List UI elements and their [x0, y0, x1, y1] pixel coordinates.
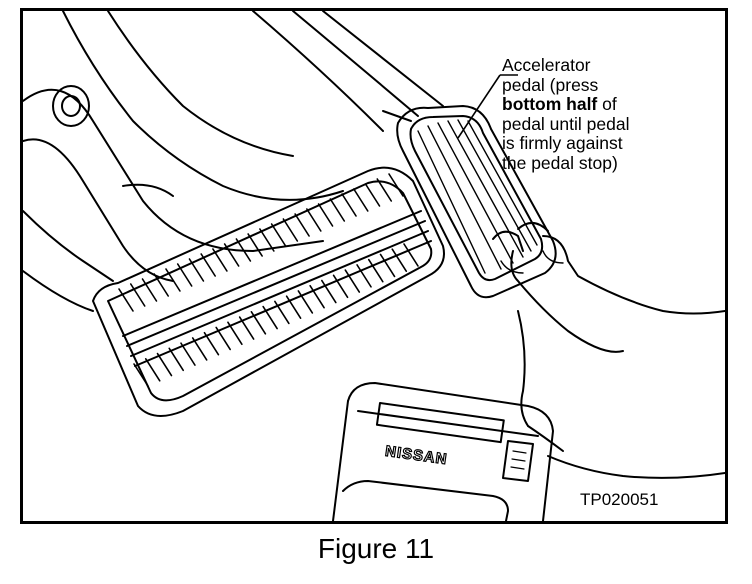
tread-groove-lower	[309, 284, 325, 309]
tread-groove-lower	[403, 243, 419, 267]
tread-groove-lower	[215, 326, 231, 351]
floor-console-outline	[23, 11, 444, 312]
tread-groove-lower	[168, 347, 185, 372]
tread-groove-upper	[270, 223, 287, 247]
tread-groove-lower	[274, 300, 290, 325]
tread-groove-upper	[259, 228, 275, 252]
illustration-frame: NISSAN	[20, 8, 728, 524]
tread-groove-lower	[367, 258, 384, 283]
tread-groove-upper	[223, 243, 240, 267]
tread-groove-lower	[180, 342, 196, 366]
tread-groove-upper	[317, 203, 334, 227]
tread-groove-upper	[188, 258, 205, 282]
tread-groove-upper	[341, 193, 357, 217]
callout-emphasis: bottom half	[502, 94, 598, 114]
tread-groove-lower	[356, 264, 372, 288]
tread-groove-lower	[227, 321, 243, 346]
tread-groove-lower	[332, 274, 349, 299]
tread-groove-lower	[250, 311, 267, 335]
tread-groove-upper	[282, 218, 299, 242]
callout-line-2: pedal (press	[502, 74, 599, 95]
accelerator-callout: Accelerator pedal (press bottom half of …	[502, 55, 702, 173]
brake-pedal	[92, 166, 445, 417]
tread-groove-lower	[262, 305, 278, 330]
callout-line-5: is firmly against	[502, 133, 623, 153]
tread-groove-upper	[212, 248, 228, 272]
tread-groove-upper	[153, 273, 170, 297]
tread-groove-lower	[391, 248, 408, 273]
tread-groove-lower	[238, 316, 255, 340]
pedal-illustration	[23, 11, 725, 521]
tread-groove-lower	[285, 295, 302, 319]
tread-groove-upper	[118, 288, 134, 312]
tread-groove-upper	[364, 183, 381, 207]
tread-groove-lower	[297, 290, 314, 314]
figure-code: TP020051	[580, 490, 659, 509]
tread-groove-upper	[306, 208, 322, 232]
tread-groove-lower	[344, 269, 361, 293]
callout-line-6: the pedal stop)	[502, 152, 618, 173]
callout-line-4: pedal until pedal	[502, 113, 630, 134]
scan-tool	[332, 382, 554, 521]
tread-groove-upper	[141, 278, 158, 302]
callout-line-1: Accelerator	[502, 55, 591, 75]
tread-groove-upper	[294, 213, 310, 237]
brake-pedal-grooves	[118, 173, 419, 387]
tread-groove-lower	[156, 352, 173, 377]
tread-groove-lower	[133, 363, 149, 387]
tread-groove-upper	[235, 238, 252, 262]
tread-groove-upper	[247, 233, 263, 257]
tread-groove-lower	[379, 253, 396, 278]
tread-groove-upper	[165, 268, 181, 292]
tread-groove-upper	[376, 178, 393, 202]
figure-caption: Figure 11	[317, 533, 435, 564]
tread-groove-upper	[329, 198, 346, 222]
tread-groove-lower	[321, 279, 337, 304]
callout-line-3: bottom half of	[502, 94, 702, 115]
callout-line-3-rest: of	[597, 94, 617, 114]
tread-groove-lower	[144, 357, 161, 382]
tread-groove-upper	[129, 283, 146, 307]
tread-groove-upper	[352, 188, 369, 212]
tread-groove-upper	[176, 263, 193, 287]
tread-groove-lower	[203, 331, 220, 356]
hand	[492, 222, 725, 479]
tread-groove-upper	[200, 253, 216, 277]
tread-groove-upper	[388, 173, 404, 197]
tread-groove-lower	[191, 337, 208, 361]
